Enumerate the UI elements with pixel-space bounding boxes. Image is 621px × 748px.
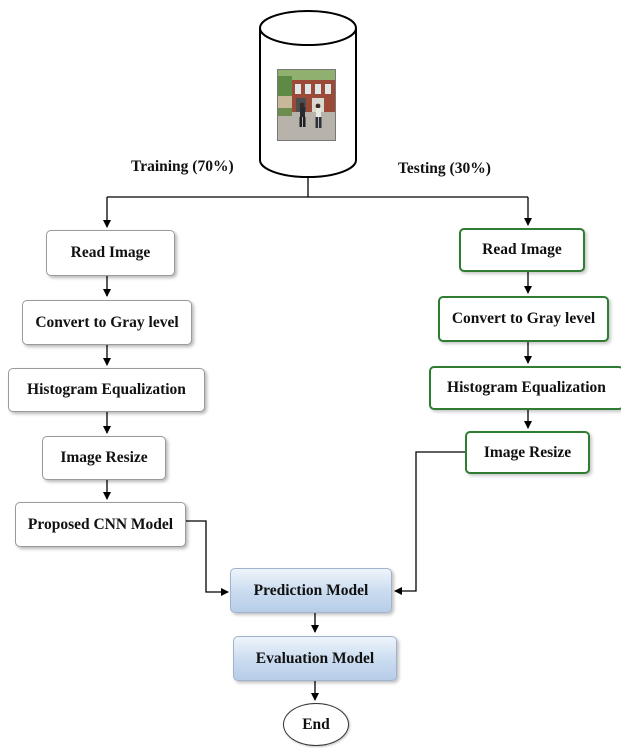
training-to-prediction-connector [186, 520, 229, 596]
testing-to-prediction-connector [394, 451, 465, 595]
evaluation-model: Evaluation Model [233, 636, 397, 681]
training-read-image: Read Image [46, 230, 175, 276]
training-convert-gray: Convert to Gray level [22, 300, 192, 345]
end-terminal: End [283, 703, 349, 746]
testing-split-label: Testing (30%) [398, 160, 491, 177]
training-proposed-cnn-model: Proposed CNN Model [15, 502, 186, 547]
testing-read-image: Read Image [459, 228, 585, 272]
training-histogram-equalization: Histogram Equalization [8, 368, 205, 412]
testing-histogram-equalization: Histogram Equalization [429, 366, 621, 410]
testing-convert-gray: Convert to Gray level [438, 296, 609, 342]
testing-image-resize: Image Resize [465, 431, 590, 474]
training-split-label: Training (70%) [131, 158, 234, 175]
prediction-model: Prediction Model [230, 568, 392, 613]
training-image-resize: Image Resize [42, 436, 166, 480]
dataset-image [277, 69, 336, 141]
